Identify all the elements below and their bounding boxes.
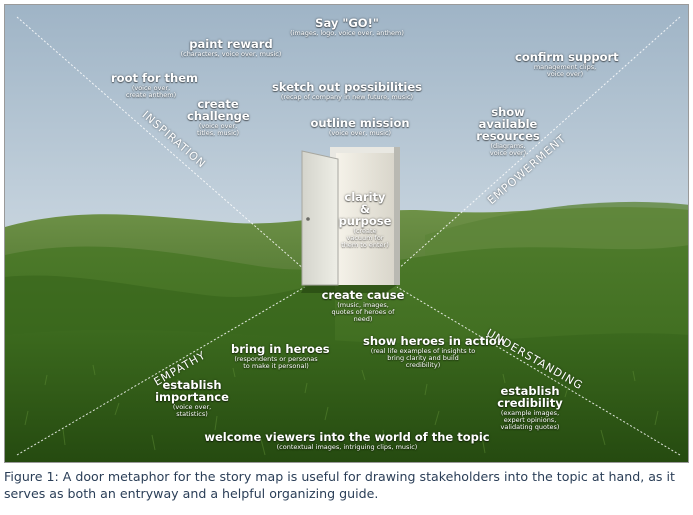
paint-reward-label: paint reward (characters, voice over, mu… xyxy=(180,37,282,59)
clarity-purpose-label: clarity & purpose (create vacuum for the… xyxy=(338,190,392,249)
bring-heroes-label: bring in heroes (respondents or personas… xyxy=(231,342,330,370)
show-heroes-label: show heroes in action (real life example… xyxy=(363,334,506,369)
say-go-label: Say "GO!" (images, logo, voice over, ant… xyxy=(290,16,404,38)
figure-caption: Figure 1: A door metaphor for the story … xyxy=(4,469,675,501)
sketch-possibilities-label: sketch out possibilities (recap of compa… xyxy=(272,80,422,102)
create-cause-label: create cause (music, images, quotes of h… xyxy=(321,288,405,323)
door-landscape-illustration xyxy=(5,5,688,462)
story-map-figure: Say "GO!" (images, logo, voice over, ant… xyxy=(4,4,689,463)
establish-credibility-label: establish credibility (example images, e… xyxy=(497,384,563,431)
show-resources-label: show available resources (diagrams, voic… xyxy=(476,105,540,157)
outline-mission-label: outline mission (voice over, music) xyxy=(310,116,410,138)
confirm-support-label: confirm support management clips, voice … xyxy=(515,50,619,78)
establish-importance-label: establish importance (voice over, statis… xyxy=(155,378,229,418)
root-for-them-label: root for them (voice over, create anthem… xyxy=(111,71,199,99)
welcome-viewers-label: welcome viewers into the world of the to… xyxy=(204,430,490,452)
create-challenge-label: create challenge (voice over, titles, mu… xyxy=(187,97,250,137)
